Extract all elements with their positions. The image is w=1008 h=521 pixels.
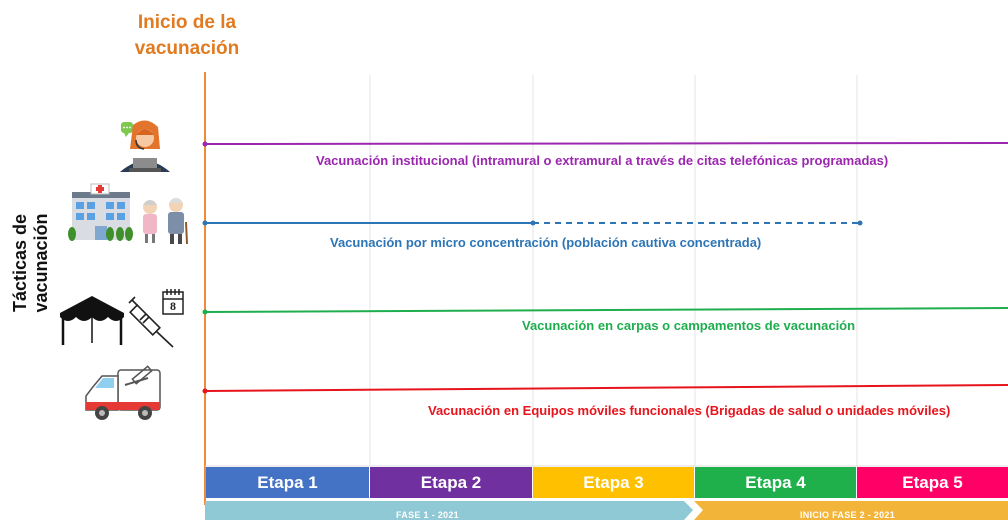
tactics-axis-label: Tácticas de vacunación — [10, 213, 51, 313]
tactic-label-institutional: Vacunación institucional (intramural o e… — [316, 153, 889, 168]
vaccination-start-label: Inicio de la vacunación — [112, 10, 262, 62]
ambulance-icon — [85, 365, 161, 420]
call-center-agent-icon — [120, 120, 170, 172]
stage-2: Etapa 2 — [370, 467, 532, 498]
tactic-label-mobile-teams: Vacunación en Equipos móviles funcionale… — [428, 403, 951, 418]
start-label-line2: vacunación — [134, 38, 240, 59]
stage-4: Etapa 4 — [695, 467, 856, 498]
stage-1: Etapa 1 — [206, 467, 369, 498]
stage-3: Etapa 3 — [533, 467, 694, 498]
phase-arrow-2 — [694, 501, 1008, 520]
stage-5: Etapa 5 — [857, 467, 1008, 498]
tactic-line-mobile-teams — [202, 384, 1008, 394]
tactic-line-institutional — [202, 141, 1008, 147]
tactic-label-tents: Vacunación en carpas o campamentos de va… — [522, 318, 856, 333]
phase-2-label: INICIO FASE 2 - 2021 — [800, 510, 896, 520]
tent-syringe-calendar-icon — [60, 289, 184, 348]
hospital-elderly-icon — [68, 183, 188, 245]
phase-1-label: FASE 1 - 2021 — [396, 510, 459, 520]
tactic-line-tents — [202, 307, 1008, 315]
tactic-line-micro-concentration — [202, 220, 863, 226]
start-label-line1: Inicio de la — [137, 12, 237, 33]
calendar-day-text: 8 — [170, 299, 176, 313]
phase-arrow-1 — [205, 501, 693, 520]
tactic-label-micro-concentration: Vacunación por micro concentración (pobl… — [330, 235, 762, 250]
grid-lines — [369, 75, 858, 466]
